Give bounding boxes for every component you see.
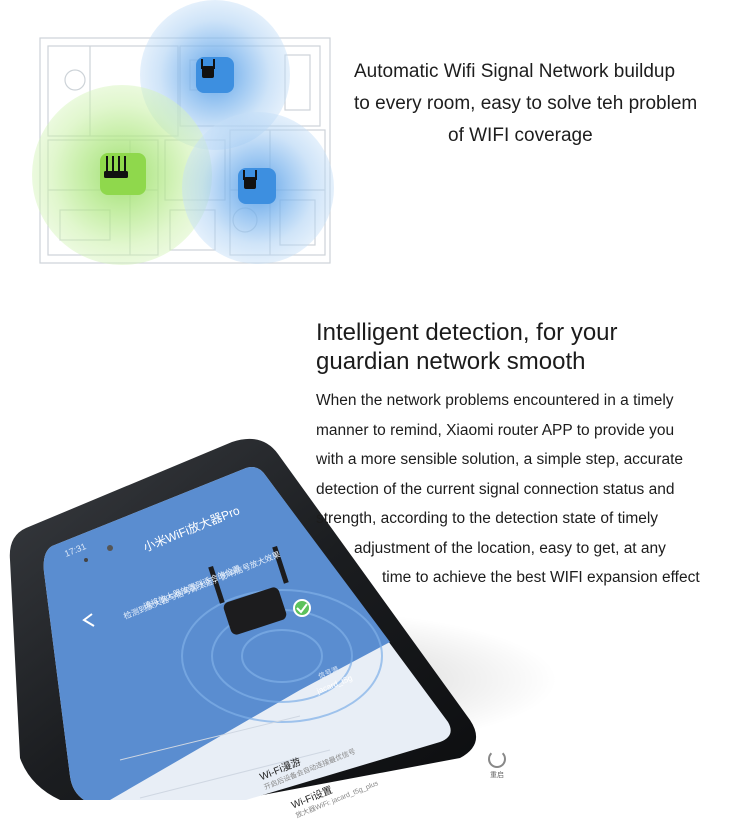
reboot-label: 重启 <box>490 772 504 779</box>
detection-text: Intelligent detection, for your guardian… <box>316 318 737 593</box>
repeater-icon <box>243 170 257 189</box>
detection-body: When the network problems encountered in… <box>316 386 737 593</box>
coverage-headline-line: Automatic Wifi Signal Network buildup <box>354 61 676 82</box>
coverage-headline-line: of WIFI coverage <box>448 125 593 146</box>
body-line: detection of the current signal connecti… <box>316 480 675 498</box>
reboot-button[interactable]: 重启 <box>484 750 510 780</box>
body-line: When the network problems encountered in… <box>316 392 674 409</box>
body-line: manner to remind, Xiaomi router APP to p… <box>316 421 675 439</box>
body-line: time to achieve the best WIFI expansion … <box>382 569 700 586</box>
body-line: adjustment of the location, easy to get,… <box>354 539 666 557</box>
body-line: with a more sensible solution, a simple … <box>316 451 684 468</box>
detection-section: 17:31 小米WiFi放大器Pro 检测到放大器与信号源太近，影响信号放大效果… <box>0 300 737 820</box>
detection-title-line: Intelligent detection, for your <box>316 319 618 346</box>
extender-device <box>208 546 311 635</box>
coverage-headline-line: to every room, easy to solve teh problem <box>354 93 698 114</box>
repeater-badge-top <box>196 57 234 93</box>
signal-rings <box>181 589 383 723</box>
phone-illustration: 17:31 小米WiFi放大器Pro 检测到放大器与信号源太近，影响信号放大效果… <box>0 420 560 840</box>
front-camera <box>107 545 113 551</box>
detection-title: Intelligent detection, for your guardian… <box>316 318 737 376</box>
back-arrow-icon[interactable] <box>82 613 95 627</box>
refresh-icon <box>488 750 506 768</box>
smartphone <box>9 438 477 800</box>
repeater-icon <box>201 59 215 78</box>
body-line: strength, according to the detection sta… <box>316 510 659 527</box>
router-icon <box>104 156 128 178</box>
floor-plan-illustration <box>30 0 340 270</box>
detection-title-line: guardian network smooth <box>316 348 586 375</box>
repeater-badge-right <box>238 168 276 204</box>
coverage-headline: Automatic Wifi Signal Network buildup to… <box>340 56 730 152</box>
coverage-section: Automatic Wifi Signal Network buildup to… <box>0 0 737 300</box>
router-badge <box>100 153 146 195</box>
app-header-area <box>43 467 391 800</box>
sensor <box>84 558 88 562</box>
